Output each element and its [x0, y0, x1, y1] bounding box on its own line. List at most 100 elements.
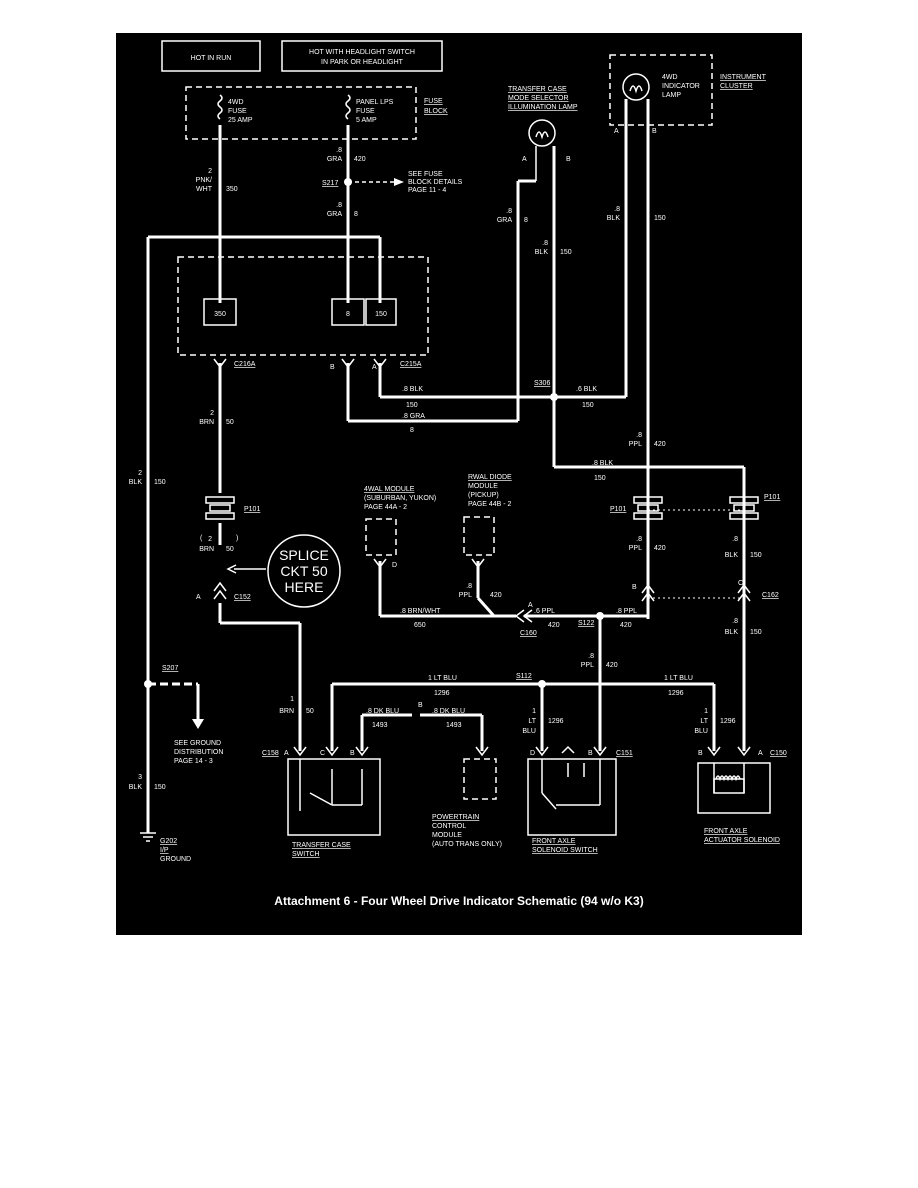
diagram-caption: Attachment 6 - Four Wheel Drive Indicato… [274, 894, 643, 908]
p101-left: P101 [244, 506, 260, 513]
s122-ppl: .8 PPL [616, 608, 637, 615]
w50-gauge: 2 [210, 410, 214, 417]
ppl-color: PPL [629, 441, 642, 448]
fuse-panel-1: PANEL LPS [356, 99, 394, 106]
lt-a-gauge: 1 [532, 708, 536, 715]
lt-b-color-1: LT [700, 718, 708, 725]
fourwal-1: 4WAL MODULE [364, 486, 415, 493]
hot-in-run-box: HOT IN RUN [161, 40, 261, 72]
splice-note-circle [267, 534, 341, 608]
p101-blk-color: BLK [725, 552, 739, 559]
p101-right-grommet [729, 496, 759, 520]
lt-b-color-2: BLU [694, 728, 708, 735]
fas-2: SOLENOID SWITCH [532, 847, 598, 854]
s122-node [596, 612, 604, 620]
c152-label: C152 [234, 594, 251, 601]
gra-low-wire: .8 GRA [402, 413, 425, 420]
s122-down-color: PPL [581, 662, 594, 669]
rwal-ckt: 420 [490, 592, 502, 599]
rwal-3: (PICKUP) [468, 492, 499, 499]
splice-note-line3: HERE [285, 579, 324, 595]
rwal-gauge: .8 [466, 583, 472, 590]
fuse-panel-3: 5 AMP [356, 117, 377, 124]
c215a-b: B [330, 364, 335, 371]
s122-down-gauge: .8 [588, 653, 594, 660]
tcs-2: SWITCH [292, 851, 320, 858]
tcs-pin-a: A [284, 750, 289, 757]
blk-low-ckt: 150 [594, 475, 606, 482]
brn50-ckt: 50 [226, 546, 234, 553]
cluster-lamp-3: LAMP [662, 92, 681, 99]
see-fuse-2: BLOCK DETAILS [408, 179, 463, 186]
c160-ckt: 420 [548, 622, 560, 629]
p101-mid: P101 [610, 506, 626, 513]
p101-blk-ckt: 150 [750, 552, 762, 559]
c152-pin: A [196, 594, 201, 601]
module-8: 8 [346, 311, 350, 318]
lt-a-color-2: BLU [522, 728, 536, 735]
left-ckt: 150 [154, 479, 166, 486]
c150-label: C150 [770, 750, 787, 757]
illum-b-gauge: .8 [542, 240, 548, 247]
s217-label: S217 [322, 180, 338, 187]
rwal-2: MODULE [468, 483, 498, 490]
wires [146, 99, 746, 833]
brn50-paren-close: ) [236, 535, 238, 542]
pcm-4: (AUTO TRANS ONLY) [432, 841, 502, 848]
c162-blk-ckt: 150 [750, 629, 762, 636]
illum-a-color: GRA [497, 217, 513, 224]
p101-blk-gauge: .8 [732, 536, 738, 543]
ltblu-l-wire: 1 LT BLU [428, 675, 457, 682]
s306-label: S306 [534, 380, 550, 387]
rwal-4: PAGE 44B - 2 [468, 501, 512, 508]
act-pin-a: A [758, 750, 763, 757]
fuse-block: FUSE BLOCK 4WD FUSE 25 AMP PANEL LPS FUS… [185, 86, 448, 140]
w8-top-color: GRA [327, 156, 343, 163]
cluster-title-2: CLUSTER [720, 83, 753, 90]
ground-see-1: SEE GROUND [174, 740, 221, 747]
see-fuse-1: SEE FUSE [408, 171, 443, 178]
s306-l-wire: .8 BLK [402, 386, 423, 393]
w3-gauge: 3 [138, 774, 142, 781]
brn1-gauge: 1 [290, 696, 294, 703]
fuse-block-label-2: BLOCK [424, 108, 448, 115]
fas-pin-b: B [588, 750, 593, 757]
g202-2: I/P [160, 847, 169, 854]
s217-node [344, 178, 352, 186]
ltblu-r-ckt: 1296 [668, 690, 684, 697]
p101-ppl-ckt: 420 [654, 545, 666, 552]
schematic-diagram: HOT IN RUN HOT WITH HEADLIGHT SWITCH IN … [116, 33, 802, 935]
fuse-block-label-1: FUSE [424, 98, 443, 105]
w8-top-ckt: 420 [354, 156, 366, 163]
fas-1: FRONT AXLE [532, 838, 576, 845]
hot-in-run-label: HOT IN RUN [191, 55, 232, 62]
act-1: FRONT AXLE [704, 828, 748, 835]
splice-nodes [144, 178, 604, 688]
illumination-lamp: TRANSFER CASE MODE SELECTOR ILLUMINATION… [508, 86, 578, 163]
cl-a-color: BLK [607, 215, 621, 222]
hot-headlight-label-2: IN PARK OR HEADLIGHT [321, 59, 404, 66]
rwal-module: RWAL DIODE MODULE (PICKUP) PAGE 44B - 2 [463, 474, 512, 569]
rwal-1: RWAL DIODE [468, 474, 512, 481]
s112-node [538, 680, 546, 688]
fuse-4wd-symbol [217, 94, 223, 120]
c162-pin-b: B [632, 584, 637, 591]
left-color: BLK [129, 479, 143, 486]
module-150: 150 [375, 311, 387, 318]
fas-pin-d: D [530, 750, 535, 757]
s207-label: S207 [162, 665, 178, 672]
illum-b-color: BLK [535, 249, 549, 256]
p101-right: P101 [764, 494, 780, 501]
hot-headlight-box: HOT WITH HEADLIGHT SWITCH IN PARK OR HEA… [281, 40, 443, 72]
illum-title-3: ILLUMINATION LAMP [508, 104, 578, 111]
fuse-4wd-3: 25 AMP [228, 117, 253, 124]
w3-color: BLK [129, 784, 143, 791]
c162-label: C162 [762, 592, 779, 599]
gra-low-ckt: 8 [410, 427, 414, 434]
s306-l-ckt: 150 [406, 402, 418, 409]
s122-label: S122 [578, 620, 594, 627]
illum-title-1: TRANSFER CASE [508, 86, 567, 93]
c158-label: C158 [262, 750, 279, 757]
cl-a-gauge: .8 [614, 206, 620, 213]
c162-blk-color: BLK [725, 629, 739, 636]
